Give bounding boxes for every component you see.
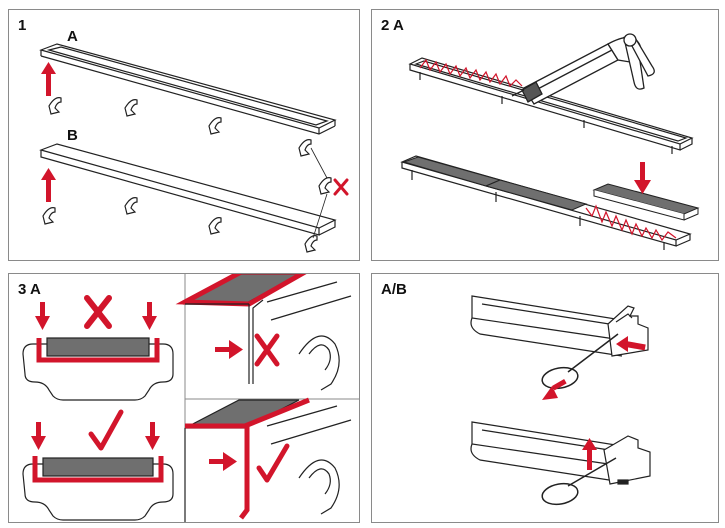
cross-mark-icon bbox=[333, 178, 349, 196]
down-arrow-icon bbox=[634, 162, 651, 194]
panel-step-ab-label: A/B bbox=[381, 281, 407, 298]
panel-step-3a: 3 A bbox=[8, 273, 360, 523]
sealant-bead bbox=[419, 58, 523, 88]
cross-mark-icon bbox=[254, 333, 280, 367]
sealant-bead-bottom bbox=[585, 204, 677, 242]
pull-ring-upper bbox=[541, 333, 619, 390]
tile-piece bbox=[592, 183, 700, 221]
step-2a-illustration bbox=[400, 33, 700, 250]
profile-incorrect bbox=[22, 337, 174, 401]
down-arrow-icon bbox=[35, 302, 50, 330]
step-1-illustration bbox=[39, 43, 349, 253]
right-arrow-icon bbox=[215, 340, 243, 359]
mounting-feet-b bbox=[42, 177, 332, 253]
drain-channel-upper bbox=[470, 295, 623, 357]
panel-step-ab: A/B bbox=[371, 273, 719, 523]
down-arrow-icon bbox=[145, 422, 160, 450]
drain-channel-a bbox=[39, 43, 337, 135]
drain-channel-lower bbox=[470, 421, 623, 483]
panel-step-1-label: 1 bbox=[18, 17, 27, 34]
panel-step-1: 1 A B bbox=[8, 9, 360, 261]
cross-mark-icon bbox=[84, 295, 112, 329]
step-3a-illustration bbox=[22, 274, 359, 522]
mounting-feet-a bbox=[48, 97, 312, 157]
variant-b-label: B bbox=[67, 127, 78, 144]
down-left-arrow-icon bbox=[542, 379, 567, 400]
detail-incorrect bbox=[175, 274, 352, 391]
up-arrow-icon bbox=[41, 62, 56, 96]
step-ab-illustration bbox=[470, 295, 651, 506]
mounting-foot-lower bbox=[603, 435, 651, 485]
up-arrow-icon bbox=[582, 438, 597, 470]
up-arrow-icon bbox=[41, 168, 56, 202]
down-arrow-icon bbox=[31, 422, 46, 450]
profile-correct bbox=[22, 456, 174, 521]
detail-correct bbox=[184, 397, 352, 522]
panel-step-3a-label: 3 A bbox=[18, 281, 41, 298]
right-arrow-icon bbox=[209, 452, 237, 471]
leader-lines bbox=[310, 147, 328, 239]
pull-ring-lower bbox=[541, 457, 617, 506]
panel-step-2a-label: 2 A bbox=[381, 17, 404, 34]
drain-channel-b bbox=[39, 143, 337, 236]
check-mark-icon bbox=[88, 409, 124, 451]
tile-insert bbox=[402, 156, 588, 211]
caulking-gun-icon bbox=[511, 33, 655, 105]
check-mark-icon bbox=[256, 443, 290, 483]
panel-step-2a: 2 A bbox=[371, 9, 719, 261]
down-arrow-icon bbox=[142, 302, 157, 330]
variant-a-label: A bbox=[67, 28, 78, 45]
left-arrow-icon bbox=[616, 336, 646, 352]
